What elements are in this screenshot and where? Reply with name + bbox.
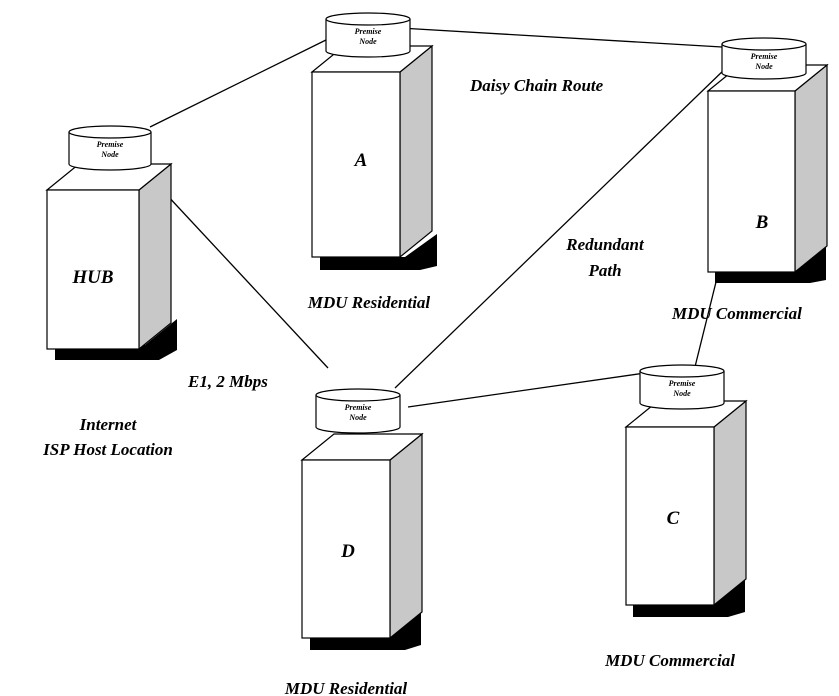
node-label-line1: Premise [345, 403, 372, 412]
building-shadow [55, 319, 177, 360]
node-body [68, 132, 152, 171]
building-side [399, 44, 433, 259]
building-front [625, 426, 715, 606]
building-name: HUB [71, 267, 113, 288]
node-label-line1: Premise [355, 27, 382, 36]
building-name: D [340, 541, 355, 562]
caption-c: MDU Commercial [604, 651, 735, 670]
link-d-c [407, 372, 646, 408]
building-front [301, 459, 391, 639]
building-front [46, 189, 140, 350]
caption-b: MDU Commercial [671, 304, 802, 323]
building-side [794, 63, 828, 274]
caption-hub-line2: ISP Host Location [42, 440, 173, 459]
node-top [639, 364, 725, 378]
node-label-line1: Premise [669, 379, 696, 388]
node-label-line2: Node [358, 37, 377, 46]
building-shadow [633, 580, 745, 617]
node-top [721, 37, 807, 51]
link-hub-a [149, 37, 331, 128]
building-side [389, 432, 423, 640]
caption-hub-line1: Internet [79, 415, 138, 434]
node-label-line1: Premise [97, 140, 124, 149]
node-top [315, 388, 401, 402]
node-top [325, 12, 411, 26]
building-shadow [310, 613, 421, 650]
connection-links [149, 27, 769, 408]
building-hub: HUB [45, 162, 177, 360]
node-label-line2: Node [100, 150, 119, 159]
node-body [721, 44, 807, 80]
link-d-b-redundant [394, 66, 728, 389]
node-top [68, 125, 152, 139]
link-a-b [399, 27, 723, 48]
node-label-line2: Node [754, 62, 773, 71]
building-side [138, 162, 172, 351]
building-name: A [354, 150, 368, 171]
premise-node-hub: Premise Node [68, 125, 152, 171]
node-label-line1: Premise [751, 52, 778, 61]
link-label-redundant-line1: Redundant [565, 235, 645, 254]
node-body [639, 371, 725, 410]
premise-node-b: Premise Node [721, 37, 807, 80]
building-name: C [667, 508, 680, 529]
link-hub-d [164, 192, 329, 369]
building-b: B [706, 63, 829, 283]
premise-node-a: Premise Node [325, 12, 411, 58]
link-label-e1: E1, 2 Mbps [187, 372, 268, 391]
building-front [707, 90, 796, 273]
premise-node-c: Premise Node [639, 364, 725, 410]
building-front [311, 71, 401, 258]
building-shadow [320, 234, 437, 270]
caption-a: MDU Residential [307, 293, 431, 312]
node-body [325, 19, 411, 58]
building-c: C [624, 399, 748, 617]
building-name: B [755, 212, 769, 233]
link-label-redundant-line2: Path [587, 261, 621, 280]
building-shadow [715, 247, 826, 283]
premise-node-d: Premise Node [315, 388, 401, 434]
node-body [315, 395, 401, 434]
link-label-daisy-chain: Daisy Chain Route [469, 76, 604, 95]
caption-d: MDU Residential [284, 679, 408, 696]
building-a: A [310, 44, 437, 270]
building-side [713, 399, 747, 607]
node-label-line2: Node [672, 389, 691, 398]
building-d: D [300, 432, 424, 650]
node-label-line2: Node [348, 413, 367, 422]
